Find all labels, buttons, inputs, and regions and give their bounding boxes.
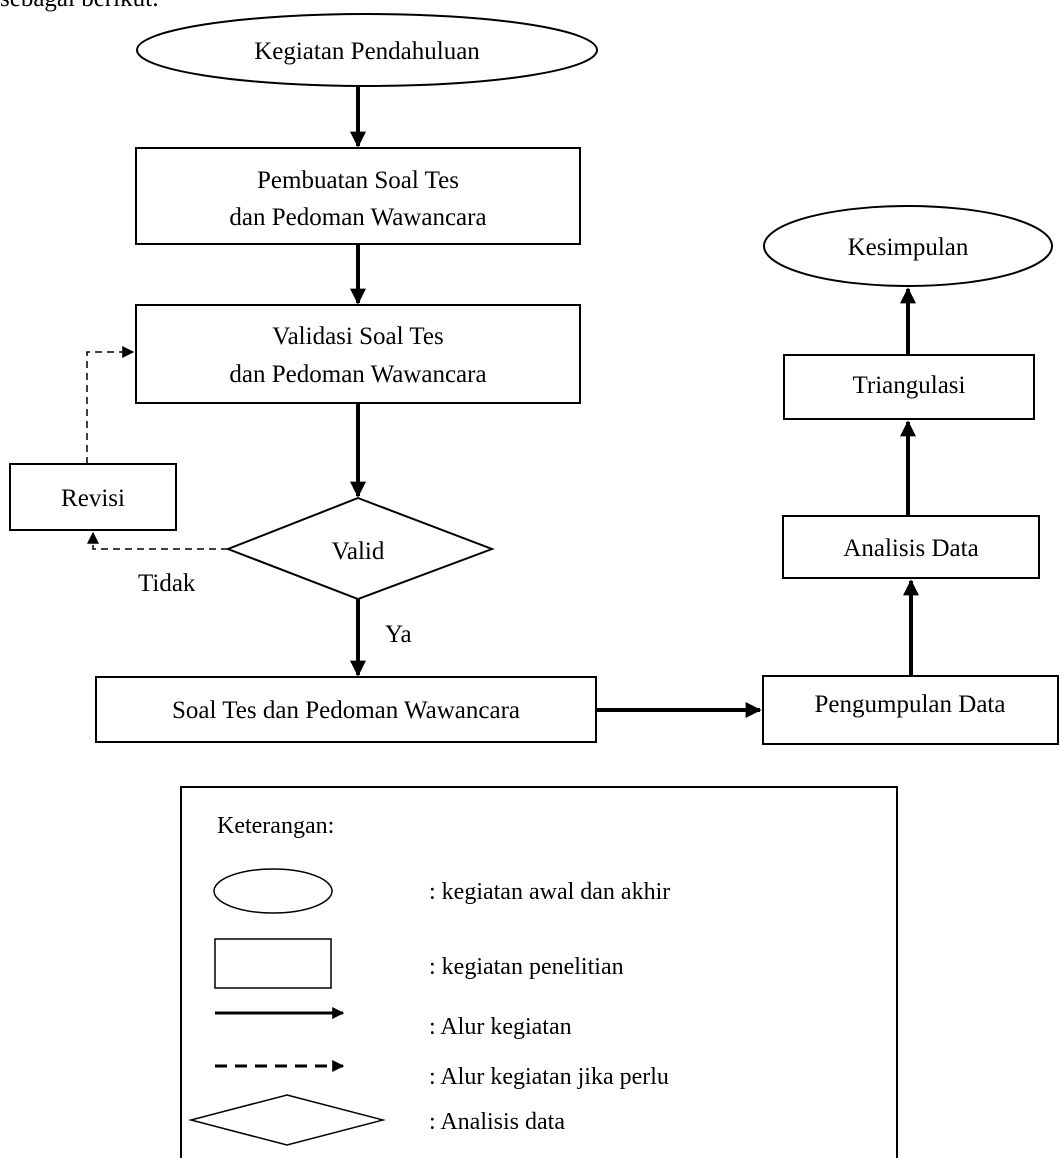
- node-triangulasi-label: Triangulasi: [853, 372, 966, 399]
- legend-label: : kegiatan awal dan akhir: [429, 879, 670, 905]
- node-revisi-label: Revisi: [61, 485, 125, 512]
- legend-label: : kegiatan penelitian: [429, 954, 624, 980]
- page-text-fragment: sebagai berikut:: [0, 0, 159, 12]
- node-pembuatan-line1: Pembuatan Soal Tes: [257, 167, 459, 194]
- legend-title: Keterangan:: [217, 813, 334, 839]
- edge-label-tidak: Tidak: [138, 570, 196, 597]
- legend-label: : Analisis data: [429, 1109, 565, 1135]
- node-revisi: Revisi: [9, 463, 177, 531]
- node-valid-label: Valid: [332, 538, 385, 565]
- node-pembuatan-line2: dan Pedoman Wawancara: [229, 204, 486, 231]
- node-validasi-line2: dan Pedoman Wawancara: [229, 361, 486, 388]
- node-soal: Soal Tes dan Pedoman Wawancara: [95, 676, 597, 743]
- edge-label-ya: Ya: [385, 621, 412, 648]
- dashed-arrow-revisi-to-validasi: [86, 346, 135, 464]
- node-soal-label: Soal Tes dan Pedoman Wawancara: [172, 697, 520, 724]
- legend-item-solid-arrow: : Alur kegiatan: [215, 1007, 572, 1040]
- node-pembuatan: Pembuatan Soal Tes dan Pedoman Wawancara: [135, 147, 581, 245]
- legend-item-diamond: : Analisis data: [188, 1094, 565, 1146]
- legend-box: Keterangan: : kegiatan awal dan akhir : …: [180, 786, 898, 1158]
- legend-item-dashed-arrow: : Alur kegiatan jika perlu: [215, 1060, 669, 1090]
- node-end: Kesimpulan: [763, 205, 1053, 287]
- legend-item-ellipse: : kegiatan awal dan akhir: [213, 868, 670, 914]
- node-valid-decision: Valid: [225, 496, 495, 601]
- node-validasi-line1: Validasi Soal Tes: [272, 323, 443, 350]
- node-start: Kegiatan Pendahuluan: [136, 13, 598, 87]
- node-pengumpulan: Pengumpulan Data: [762, 675, 1059, 745]
- node-analisis-label: Analisis Data: [843, 535, 978, 562]
- legend-label: : Alur kegiatan jika perlu: [429, 1064, 669, 1090]
- dashed-arrow-valid-to-revisi: [87, 531, 228, 550]
- legend-item-rect: : kegiatan penelitian: [214, 938, 624, 989]
- node-end-label: Kesimpulan: [848, 234, 969, 261]
- node-triangulasi: Triangulasi: [783, 354, 1035, 420]
- node-analisis: Analisis Data: [782, 515, 1040, 579]
- node-validasi: Validasi Soal Tes dan Pedoman Wawancara: [135, 304, 581, 404]
- node-start-label: Kegiatan Pendahuluan: [254, 38, 480, 65]
- legend-label: : Alur kegiatan: [429, 1014, 572, 1040]
- node-pengumpulan-label: Pengumpulan Data: [815, 691, 1006, 718]
